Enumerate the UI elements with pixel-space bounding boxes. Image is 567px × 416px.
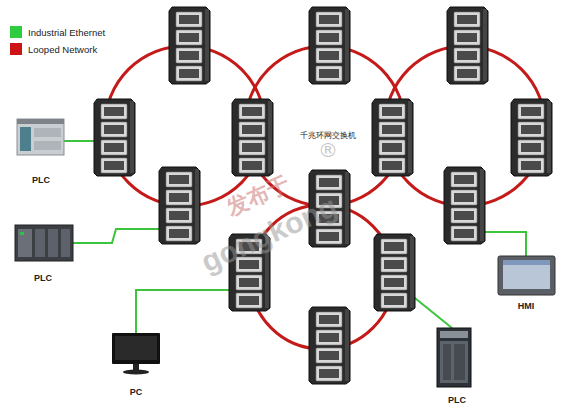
ring-links	[105, 46, 545, 349]
device-label: PLC	[448, 394, 466, 406]
device-label: PC	[130, 386, 143, 398]
hmi-device	[498, 256, 555, 295]
legend-text: Looped Network	[28, 44, 97, 55]
pc-device	[112, 333, 160, 375]
legend-row: Looped Network	[10, 43, 97, 55]
device-node: HMI	[495, 254, 557, 312]
plc-device	[437, 328, 471, 387]
device-node: PC	[105, 330, 167, 398]
device-label: PLC	[32, 174, 50, 186]
device-node: PLC	[12, 222, 74, 284]
device-node: PLC	[426, 326, 488, 406]
watermark-text: ®	[318, 138, 338, 162]
plc-device	[15, 225, 73, 261]
legend-swatch	[10, 26, 22, 38]
legend-swatch	[10, 43, 22, 55]
legend-row: Industrial Ethernet	[10, 26, 105, 38]
device-label: PLC	[34, 272, 52, 284]
plc-device	[17, 119, 64, 155]
legend-text: Industrial Ethernet	[28, 27, 105, 38]
device-label: HMI	[518, 300, 535, 312]
device-node: PLC	[10, 112, 72, 186]
ring-switches	[94, 7, 552, 384]
